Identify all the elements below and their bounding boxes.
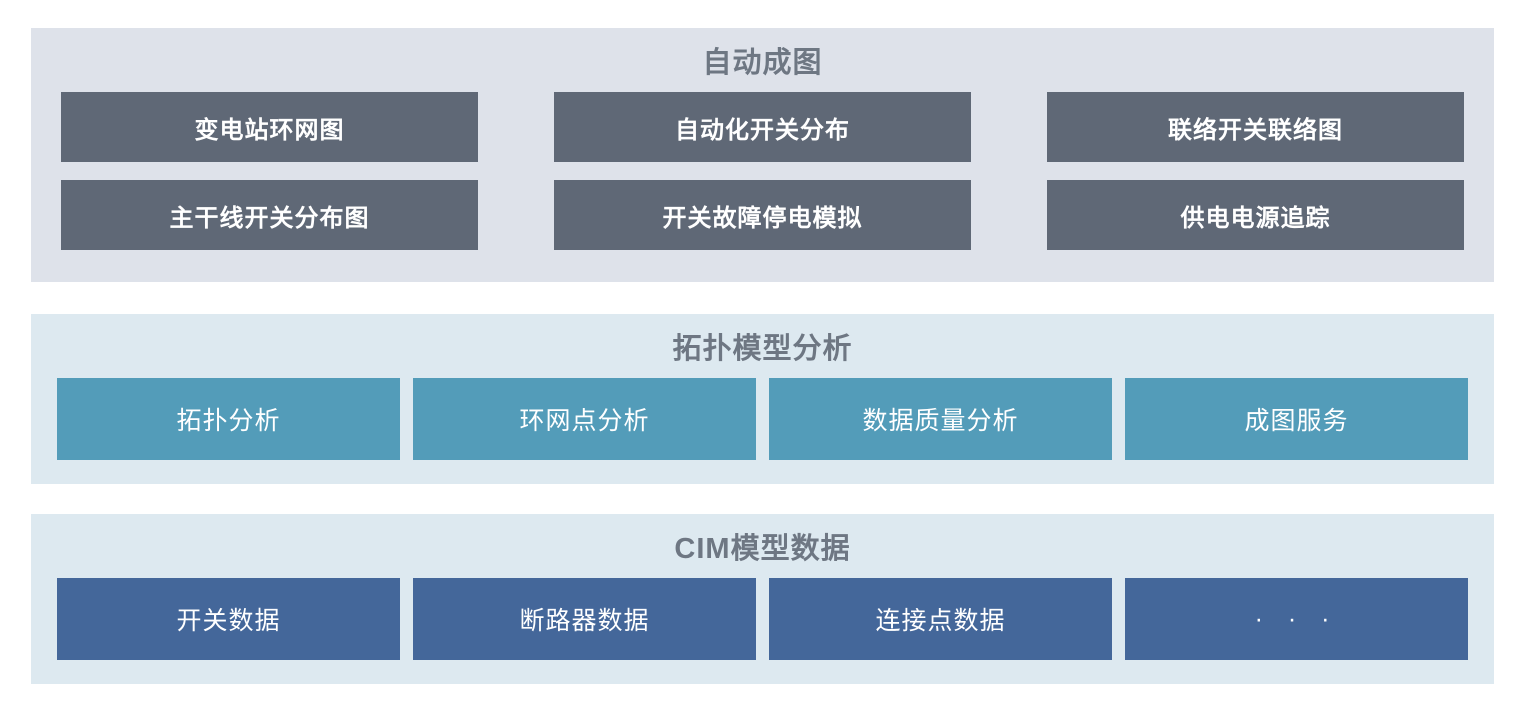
tile-label: 成图服务 [1244, 407, 1349, 435]
tile-tie-switch-connection-diagram[interactable]: 联络开关联络图 [1047, 92, 1464, 162]
tile-substation-ring-network-diagram[interactable]: 变电站环网图 [61, 92, 478, 162]
tile-circuit-breaker-data[interactable]: 断路器数据 [413, 578, 756, 660]
tile-label: 连接点数据 [875, 607, 1006, 635]
tile-ring-network-point-analysis[interactable]: 环网点分析 [413, 378, 756, 460]
tile-automation-switch-distribution[interactable]: 自动化开关分布 [554, 92, 971, 162]
section-title-cim-model-data: CIM模型数据 [674, 533, 851, 565]
topology-tile-row: 拓扑分析 环网点分析 数据质量分析 成图服务 [57, 378, 1468, 460]
tile-data-quality-analysis[interactable]: 数据质量分析 [769, 378, 1112, 460]
tile-switch-fault-outage-simulation[interactable]: 开关故障停电模拟 [554, 180, 971, 250]
section-cim-model-data: CIM模型数据 开关数据 断路器数据 连接点数据 · · · [31, 514, 1494, 684]
tile-more-data[interactable]: · · · [1125, 578, 1468, 660]
tile-label: 变电站环网图 [194, 116, 345, 144]
tile-topology-analysis[interactable]: 拓扑分析 [57, 378, 400, 460]
tile-mapping-service[interactable]: 成图服务 [1125, 378, 1468, 460]
tile-label: 主干线开关分布图 [169, 204, 370, 232]
cim-tile-row: 开关数据 断路器数据 连接点数据 · · · [57, 578, 1468, 660]
tile-label: 开关故障停电模拟 [662, 204, 863, 232]
tile-label: 数据质量分析 [862, 407, 1019, 435]
auto-mapping-tile-grid: 变电站环网图 自动化开关分布 联络开关联络图 主干线开关分布图 开关故障停电模拟… [61, 92, 1464, 250]
tile-label: 开关数据 [176, 607, 281, 635]
tile-label: 环网点分析 [519, 407, 650, 435]
tile-label: 断路器数据 [519, 607, 650, 635]
section-topology-model-analysis: 拓扑模型分析 拓扑分析 环网点分析 数据质量分析 成图服务 [31, 314, 1494, 484]
tile-label: 自动化开关分布 [675, 116, 850, 144]
tile-label: 拓扑分析 [176, 407, 281, 435]
tile-connectivity-node-data[interactable]: 连接点数据 [769, 578, 1112, 660]
tile-label: 联络开关联络图 [1168, 116, 1343, 144]
section-auto-mapping: 自动成图 变电站环网图 自动化开关分布 联络开关联络图 主干线开关分布图 开关故… [31, 28, 1494, 282]
tile-label: 供电电源追踪 [1180, 204, 1331, 232]
tile-power-supply-source-tracing[interactable]: 供电电源追踪 [1047, 180, 1464, 250]
section-title-topology-model-analysis: 拓扑模型分析 [672, 333, 853, 365]
tile-switch-data[interactable]: 开关数据 [57, 578, 400, 660]
section-title-auto-mapping: 自动成图 [702, 47, 823, 79]
tile-label: · · · [1254, 604, 1339, 633]
tile-trunk-line-switch-distribution-diagram[interactable]: 主干线开关分布图 [61, 180, 478, 250]
